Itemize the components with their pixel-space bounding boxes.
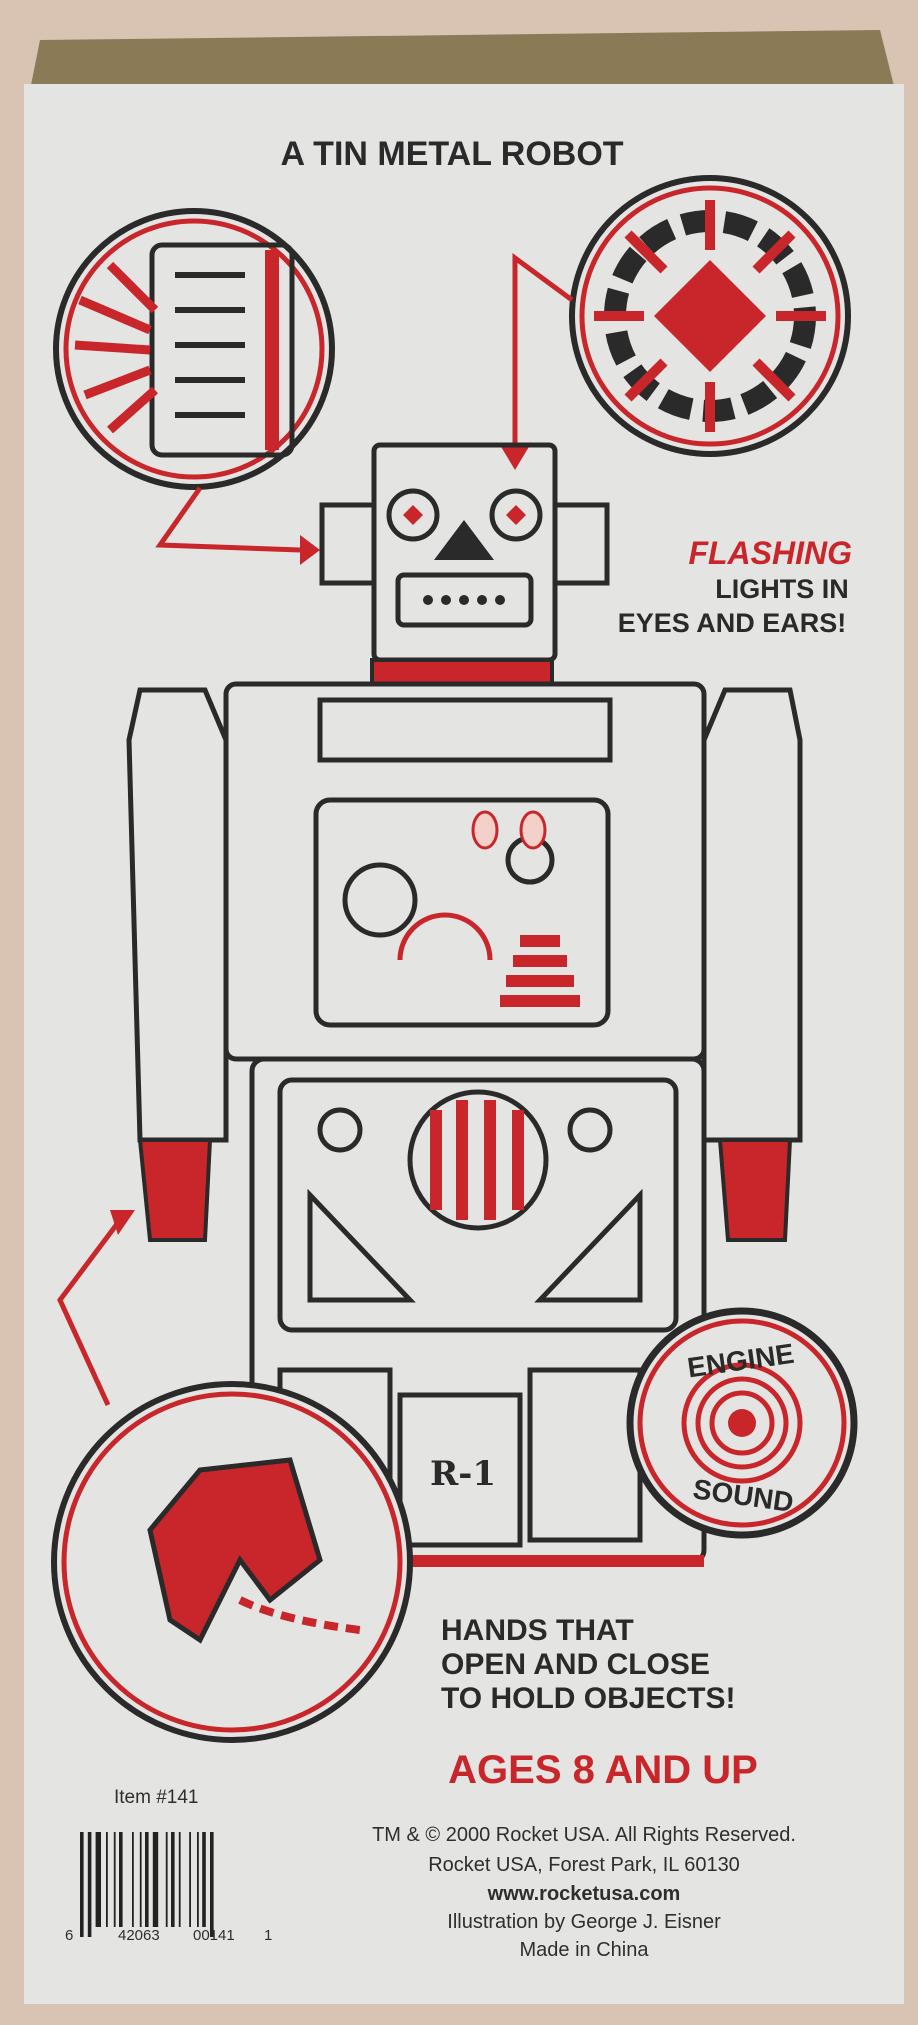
credit-website: www.rocketusa.com	[487, 1883, 681, 1905]
lights-line-1: LIGHTS IN	[715, 574, 849, 604]
eye-light-callout	[500, 175, 851, 470]
robot-arm-right	[701, 687, 803, 1242]
barcode-bar	[189, 1832, 191, 1927]
barcode-bar	[119, 1832, 123, 1927]
barcode-bar	[113, 1832, 116, 1927]
hands-line-3: TO HOLD OBJECTS!	[441, 1682, 735, 1715]
credit-illustrator: Illustration by George J. Eisner	[447, 1911, 721, 1933]
barcode-bar	[139, 1832, 142, 1927]
barcode	[80, 1832, 214, 1937]
age-rating: AGES 8 AND UP	[448, 1748, 758, 1792]
box-title: A TIN METAL ROBOT	[280, 135, 623, 173]
barcode-bar	[87, 1832, 92, 1937]
box-top-flap	[30, 30, 895, 90]
hands-line-2: OPEN AND CLOSE	[441, 1648, 710, 1681]
barcode-bar	[145, 1832, 149, 1927]
barcode-digits-left: 42063	[118, 1927, 160, 1944]
robot-arm-left	[126, 687, 229, 1242]
barcode-digit-first: 6	[65, 1927, 73, 1944]
barcode-digit-last: 1	[264, 1927, 272, 1944]
barcode-bar	[80, 1832, 84, 1937]
credit-address: Rocket USA, Forest Park, IL 60130	[428, 1854, 740, 1876]
barcode-bar	[165, 1832, 168, 1927]
hands-line-1: HANDS THAT	[441, 1614, 634, 1647]
barcode-bar	[152, 1832, 159, 1927]
barcode-digits-right: 00141	[193, 1927, 235, 1944]
robot-head	[319, 442, 610, 686]
credit-copyright: TM & © 2000 Rocket USA. All Rights Reser…	[372, 1824, 796, 1846]
lights-line-2: EYES AND EARS!	[618, 608, 847, 638]
barcode-bar	[132, 1832, 134, 1927]
item-number: Item #141	[114, 1787, 199, 1808]
r1-badge: R-1	[430, 1454, 496, 1494]
barcode-bar	[95, 1832, 101, 1927]
flashing-label: FLASHING	[688, 535, 852, 571]
credit-origin: Made in China	[520, 1939, 650, 1961]
barcode-bar	[197, 1832, 199, 1927]
barcode-bar	[202, 1832, 206, 1927]
ear-light-callout	[53, 208, 335, 565]
barcode-bar	[106, 1832, 108, 1927]
barcode-bar	[171, 1832, 175, 1927]
barcode-bar	[178, 1832, 181, 1927]
barcode-bar	[210, 1832, 214, 1937]
engine-sound-badge: ENGINE SOUND	[626, 1307, 858, 1539]
hand-callout	[51, 1210, 413, 1743]
